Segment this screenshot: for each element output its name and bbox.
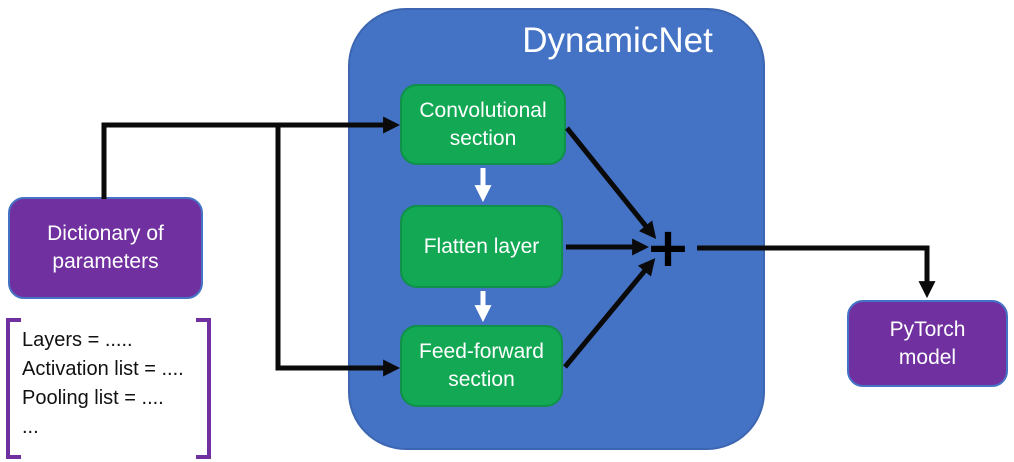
dynamicnet-title: DynamicNet — [522, 21, 713, 60]
node-flatten-layer: Flatten layer — [400, 205, 563, 288]
node-dictionary-of-parameters: Dictionary of parameters — [8, 197, 203, 299]
node-feed-forward-section: Feed-forward section — [400, 325, 563, 407]
left-bracket-icon — [6, 318, 21, 459]
right-bracket-icon — [196, 318, 211, 459]
node-convolutional-section: Convolutional section — [400, 84, 566, 165]
param-line-layers: Layers = ..... — [22, 329, 133, 351]
parameters-lines: Layers = ..... Activation list = .... Po… — [22, 326, 184, 442]
parameters-list: Layers = ..... Activation list = .... Po… — [6, 318, 211, 459]
node-pytorch-model: PyTorch model — [847, 300, 1008, 387]
param-line-activation-list: Activation list = .... — [22, 358, 184, 380]
param-line-pooling-list: Pooling list = .... — [22, 387, 164, 409]
sum-plus-symbol: + — [645, 215, 691, 279]
param-line-ellipsis: ... — [22, 416, 39, 438]
